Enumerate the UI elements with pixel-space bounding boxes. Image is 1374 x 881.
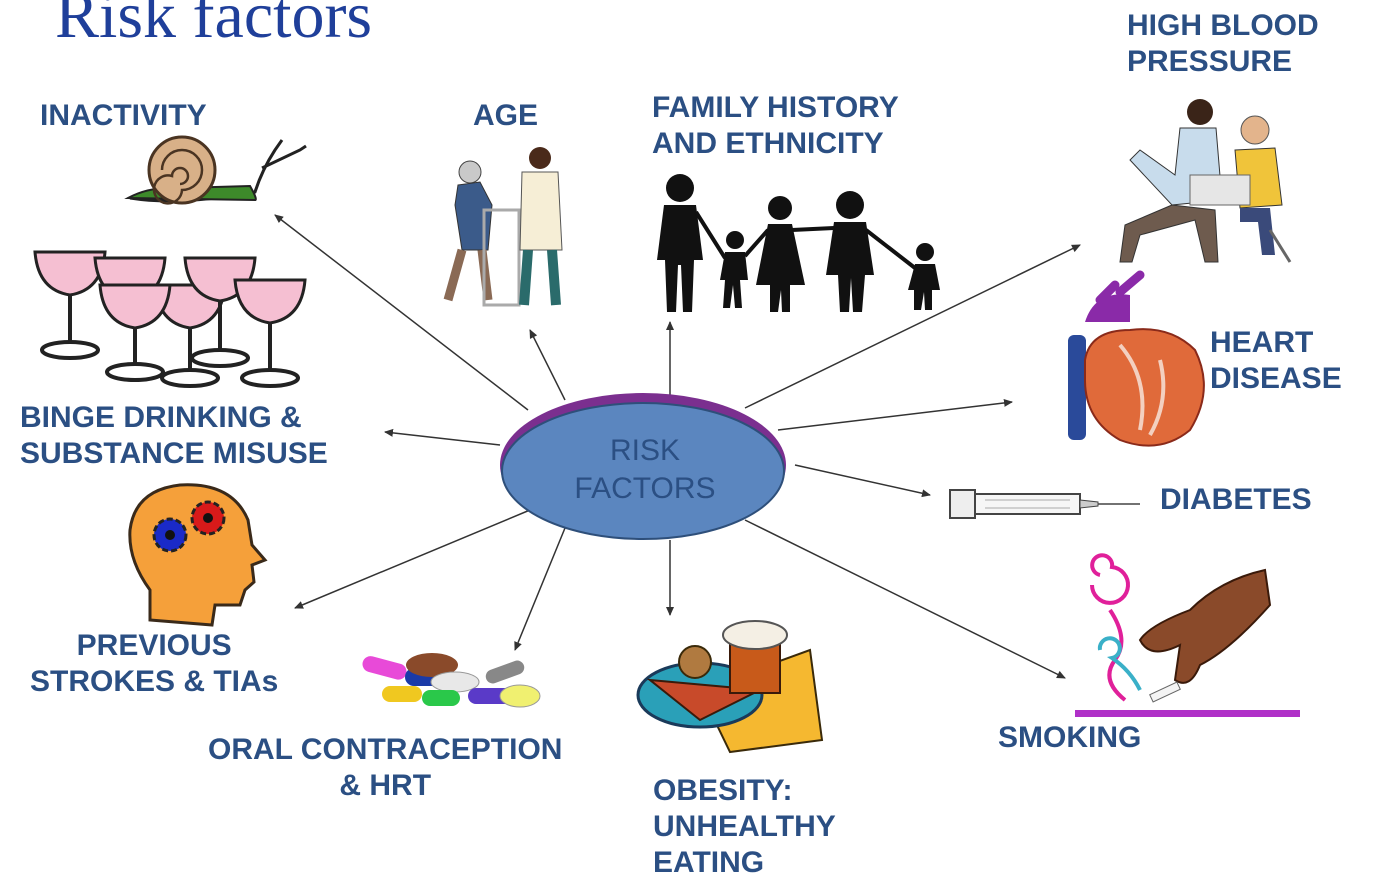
arrow-previous-strokes (294, 509, 531, 609)
label-binge-drinking: BINGE DRINKING & SUBSTANCE MISUSE (20, 401, 328, 470)
heart-icon (1068, 270, 1205, 447)
page-title: Risk factors (55, 0, 373, 52)
label-diabetes: DIABETES (1160, 483, 1312, 516)
label-oral-contraception: ORAL CONTRACEPTION & HRT (208, 733, 563, 802)
blood-pressure-check-icon (1119, 99, 1292, 263)
center-ellipse (500, 393, 786, 540)
arrow-age (529, 329, 566, 401)
label-high-blood-pressure: HIGH BLOOD PRESSURE (1127, 9, 1319, 78)
arrow-inactivity (274, 214, 529, 411)
arrow-heart-disease (777, 398, 1013, 431)
family-silhouette-icon (657, 174, 940, 312)
elderly-walker-icon (443, 147, 563, 307)
junk-food-icon (636, 620, 824, 754)
syringe-icon (949, 489, 1140, 519)
arrow-high-blood-pressure (744, 244, 1081, 409)
label-family-history: FAMILY HISTORY AND ETHNICITY (652, 91, 899, 160)
arrow-oral-contraception (514, 527, 566, 651)
arrow-smoking (744, 519, 1066, 679)
label-smoking: SMOKING (998, 721, 1142, 754)
head-gears-icon (128, 483, 268, 627)
label-previous-strokes: PREVIOUS STROKES & TIAs (30, 629, 279, 698)
wine-glasses-icon (33, 250, 307, 388)
arrow-diabetes (794, 464, 931, 498)
label-obesity: OBESITY: UNHEALTHY EATING (653, 774, 836, 879)
pills-icon (362, 653, 541, 708)
arrow-binge-drinking (384, 428, 501, 446)
label-age: AGE (473, 99, 539, 132)
label-heart-disease: HEART DISEASE (1210, 326, 1342, 395)
label-inactivity: INACTIVITY (40, 99, 207, 132)
cigarette-hand-icon (1075, 553, 1300, 717)
center-label: RISK FACTORS (574, 434, 716, 505)
snail-icon (124, 135, 307, 205)
